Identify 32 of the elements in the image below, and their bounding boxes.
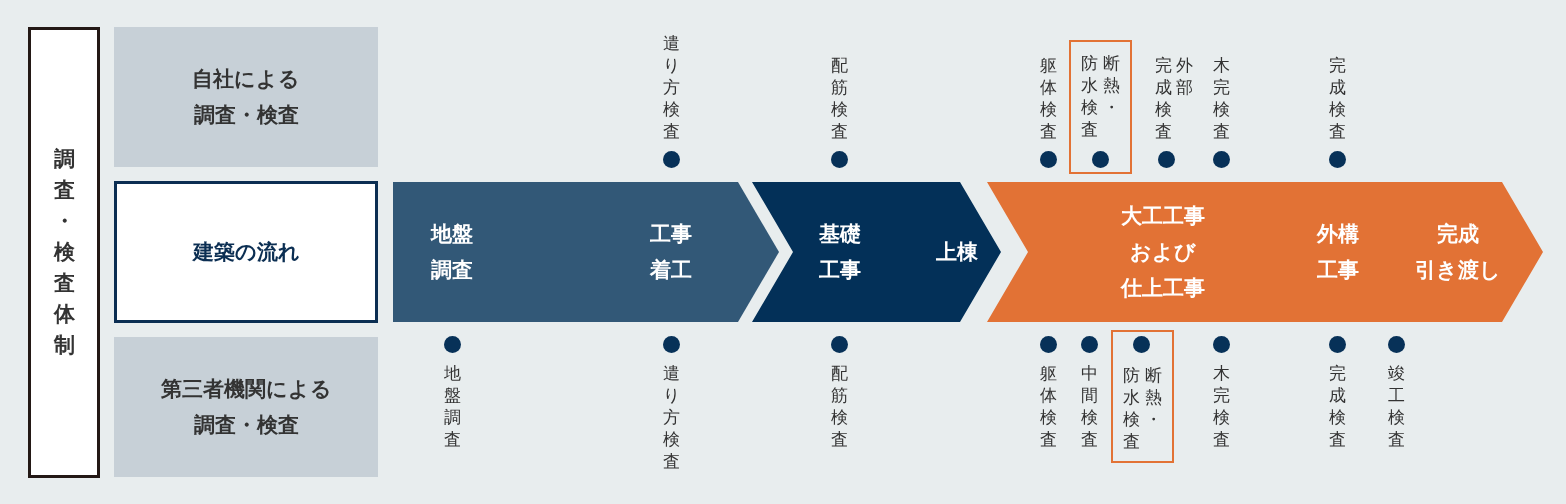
stage-label: 完成引き渡し (1415, 221, 1501, 284)
stage-label: 外構工事 (1317, 221, 1359, 284)
stage-label: 地盤調査 (431, 221, 473, 284)
inspection-label: 躯体検査 (1038, 362, 1058, 450)
inspection-label: 遣り方検査 (661, 32, 681, 142)
inspection-label: 地盤調査 (442, 362, 462, 450)
stage-label: 工事着工 (650, 221, 692, 284)
row-header: 自社による調査・検査 (114, 27, 378, 167)
stage-label: 上棟 (936, 239, 978, 266)
inspection-label: 竣工検査 (1386, 362, 1406, 450)
stage-band (752, 182, 1001, 322)
inspection-label: 配筋検査 (829, 54, 849, 142)
inspection-label: 中間検査 (1079, 362, 1099, 450)
inspection-label: 外部完成検査 (1153, 54, 1195, 142)
stage-band (987, 182, 1543, 322)
inspection-label: 断熱・防水検査 (1122, 364, 1163, 452)
stage-band (393, 182, 779, 322)
row-header: 建築の流れ (114, 181, 378, 323)
row-header: 第三者機関による調査・検査 (114, 337, 378, 477)
stage-label: 大工工事および仕上工事 (1121, 203, 1205, 302)
inspection-label: 遣り方検査 (661, 362, 681, 472)
inspection-label: 完成検査 (1327, 54, 1347, 142)
highlight-frame (1069, 40, 1132, 174)
inspection-label: 躯体検査 (1038, 54, 1058, 142)
highlight-frame (1111, 330, 1174, 463)
inspection-label: 配筋検査 (829, 362, 849, 450)
stage-label: 基礎工事 (819, 221, 861, 284)
inspection-label: 断熱・防水検査 (1080, 52, 1121, 140)
inspection-label: 木完検査 (1211, 362, 1231, 450)
side-header: 調査・検査体制 (28, 27, 100, 478)
inspection-label: 木完検査 (1211, 54, 1231, 142)
inspection-label: 完成検査 (1327, 362, 1347, 450)
